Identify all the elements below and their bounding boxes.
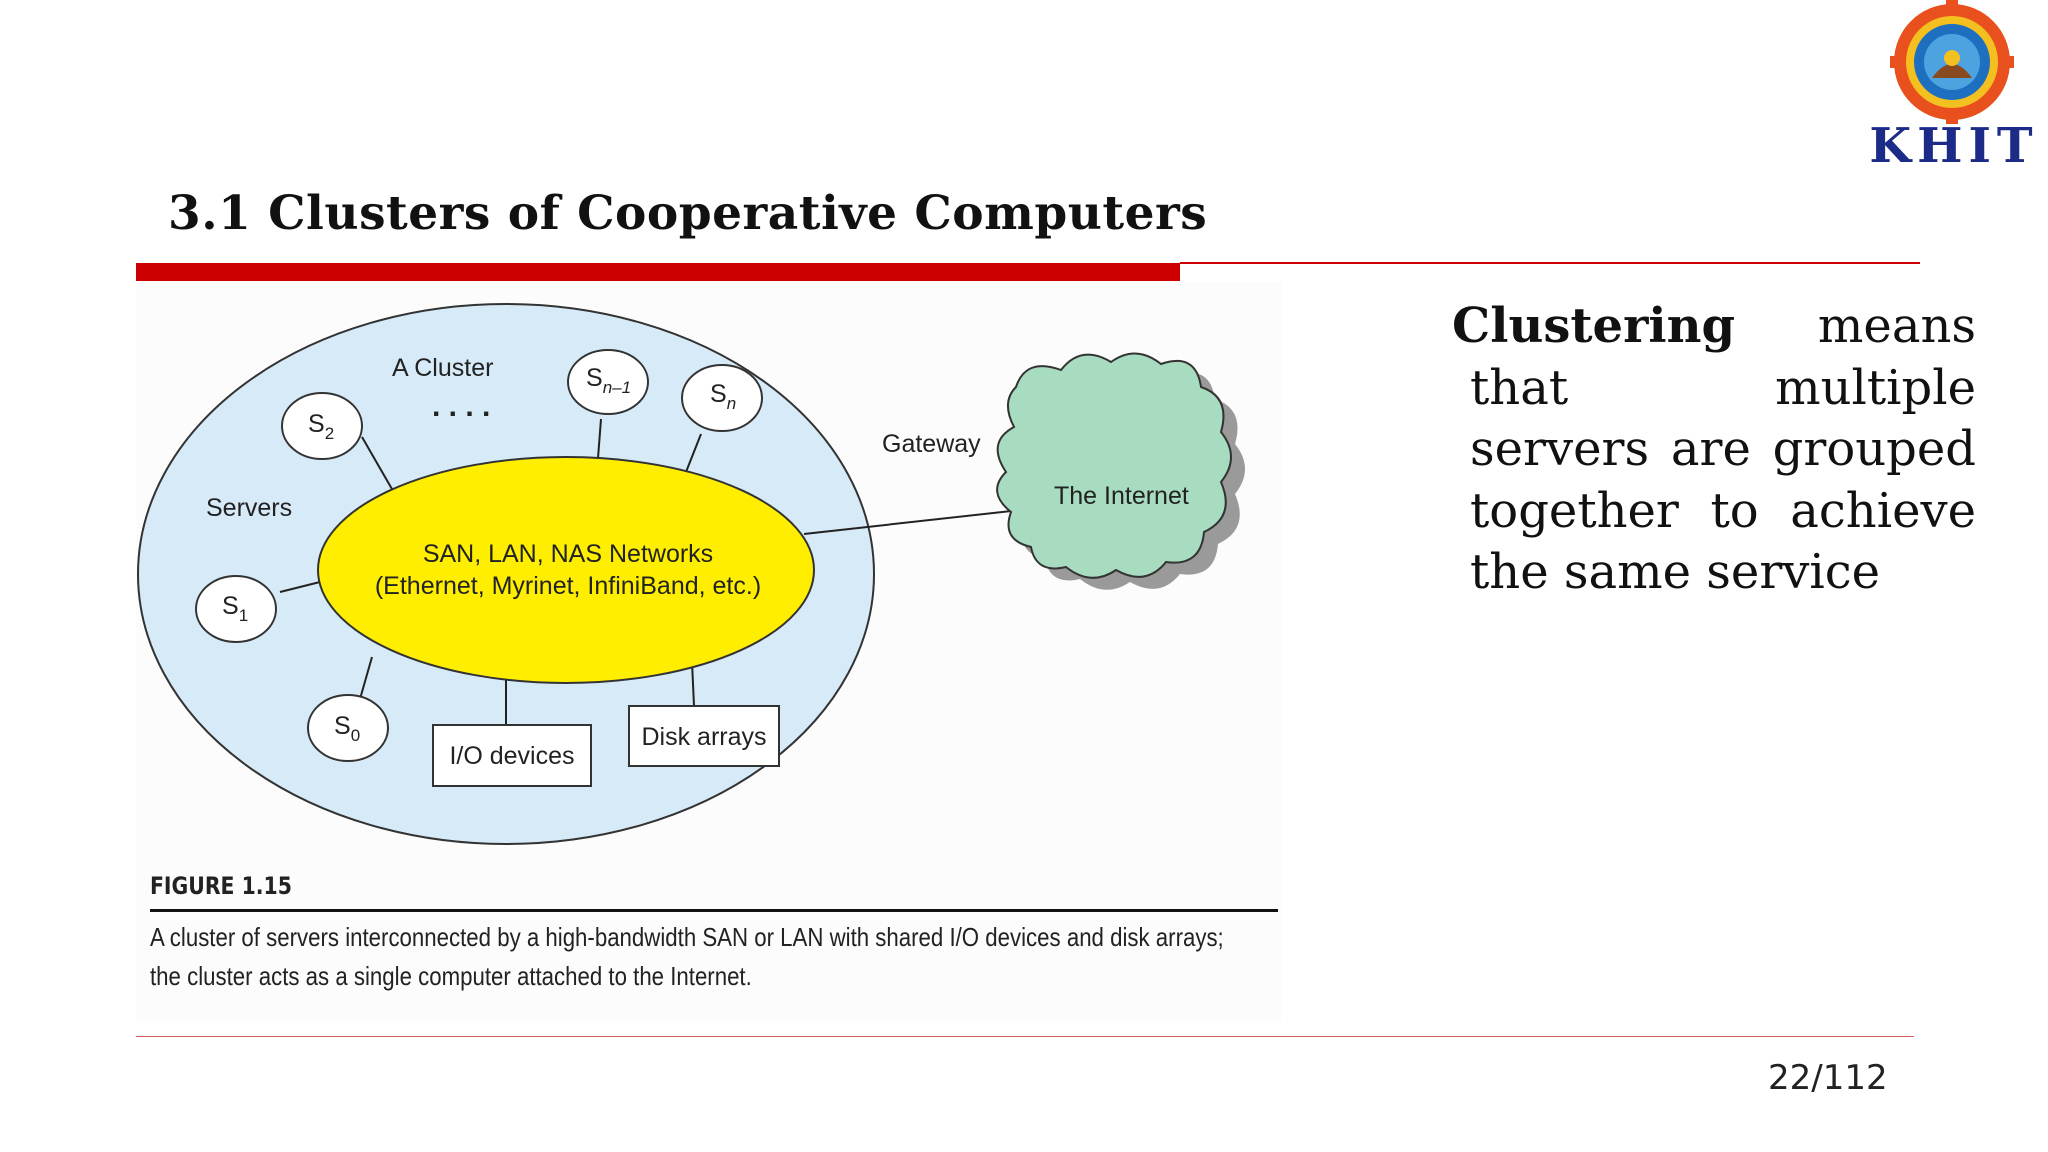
figure-label: FIGURE 1.15 xyxy=(150,872,292,900)
server-s2-label: S2 xyxy=(308,410,334,443)
disk-arrays-label: Disk arrays xyxy=(641,723,766,751)
server-node-sn-1 xyxy=(567,349,649,415)
caption-line-2: the cluster acts as a single computer at… xyxy=(150,961,752,991)
cluster-diagram: A Cluster . . . . Servers Gateway The In… xyxy=(137,303,1245,845)
body-term: Clustering xyxy=(1452,298,1736,354)
network-label-line2: (Ethernet, Myrinet, InfiniBand, etc.) xyxy=(375,572,761,600)
server-node-s2 xyxy=(281,392,363,460)
page-number: 22/112 xyxy=(1768,1058,1888,1098)
server-sn-label: Sn xyxy=(710,380,736,413)
footer-rule xyxy=(136,1036,1914,1037)
internet-cloud xyxy=(996,352,1245,590)
body-rest: means that multiple servers are grouped … xyxy=(1470,298,1976,600)
internet-label: The Internet xyxy=(1054,482,1189,510)
server-s1-label: S1 xyxy=(222,592,248,625)
caption-line-1: A cluster of servers interconnected by a… xyxy=(150,922,1224,952)
ellipsis-label: . . . . xyxy=(432,390,490,423)
figure-panel: A Cluster . . . . Servers Gateway The In… xyxy=(136,282,1282,1020)
body-paragraph: Clustering means that multiple servers a… xyxy=(1452,296,1976,604)
gateway-label: Gateway xyxy=(882,430,981,458)
network-label-line1: SAN, LAN, NAS Networks xyxy=(423,540,713,568)
io-devices-label: I/O devices xyxy=(449,742,574,770)
server-node-s1 xyxy=(195,575,277,643)
server-node-s0 xyxy=(307,694,389,762)
network-ellipse xyxy=(317,456,815,684)
figure-caption: A cluster of servers interconnected by a… xyxy=(150,918,1296,996)
server-node-sn xyxy=(681,364,763,432)
gear-emblem xyxy=(1890,0,2014,124)
slide-title: 3.1 Clusters of Cooperative Computers xyxy=(168,186,1208,241)
logo-text: KHIT xyxy=(1869,118,2039,174)
server-s0-label: S0 xyxy=(334,712,360,745)
khit-logo xyxy=(1890,0,2014,124)
io-devices-box xyxy=(432,724,592,787)
title-underline-thin xyxy=(1180,262,1920,264)
disk-arrays-box xyxy=(628,705,780,767)
figure-rule xyxy=(150,909,1278,912)
server-sn-1-label: Sn–1 xyxy=(586,364,631,397)
cluster-label: A Cluster xyxy=(392,354,493,382)
servers-label: Servers xyxy=(206,494,292,522)
title-underline-thick xyxy=(136,263,1180,281)
